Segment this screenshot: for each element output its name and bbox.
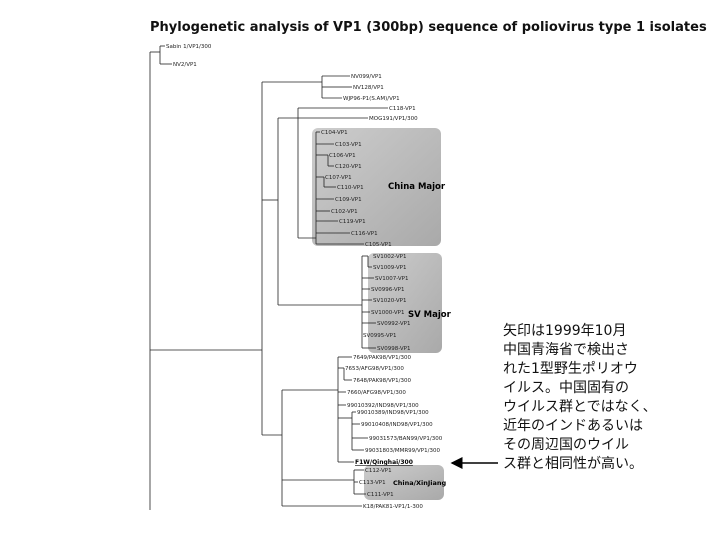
leaf-c112: C112-VP1 [365, 468, 392, 474]
leaf-k18: K18/PAK81-VP1/1-300 [363, 504, 423, 510]
leaf-c119: C119-VP1 [339, 219, 366, 225]
leaf-c118: C118-VP1 [389, 106, 416, 112]
leaf-sv0996: SV0996-VP1 [371, 287, 405, 293]
note-line: 矢印は1999年10月 [503, 323, 627, 339]
leaf-7648: 7648/PAK98/VP1/300 [353, 378, 411, 384]
leaf-sv1009: SV1009-VP1 [373, 265, 407, 271]
leaf-c107: C107-VP1 [325, 175, 352, 181]
leaf-99010392: 99010392/IND98/VP1/300 [347, 403, 419, 409]
leaf-c116: C116-VP1 [351, 231, 378, 237]
leaf-sv1002: SV1002-VP1 [373, 254, 407, 260]
leaf-c109: C109-VP1 [335, 197, 362, 203]
leaf-99031803: 99031803/MMR99/VP1/300 [365, 448, 440, 454]
leaf-c106: C106-VP1 [329, 153, 356, 159]
leaf-sv1000: SV1000-VP1 [371, 310, 405, 316]
leaf-7660: 7660/AFG98/VP1/300 [347, 390, 406, 396]
china-xinjiang-box [364, 465, 444, 500]
leaf-c103: C103-VP1 [335, 142, 362, 148]
leaf-c105: C105-VP1 [365, 242, 392, 248]
annotation-note: 矢印は1999年10月 中国青海省で検出さ れた1型野生ポリオウ イルス。中国固… [503, 322, 678, 474]
leaf-sabin: Sabin 1/VP1/300 [166, 44, 212, 50]
leaf-c120: C120-VP1 [335, 164, 362, 170]
leaf-nv099: NV099/VP1 [351, 74, 382, 80]
tree-branches [149, 45, 388, 510]
leaf-99031573: 99031573/BAN99/VP1/300 [369, 436, 443, 442]
note-line: れた1型野生ポリオウ [503, 361, 638, 377]
leaf-99010408: 99010408/IND98/VP1/300 [361, 422, 433, 428]
leaf-mog191: MOG191/VP1/300 [369, 116, 418, 122]
leaf-nv2: NV2/VP1 [173, 62, 197, 68]
leaf-wjp96: WJP96-P1(S.AM)/VP1 [343, 96, 400, 102]
sv-major-box [368, 253, 442, 353]
note-line: 近年のインドあるいは [503, 418, 643, 434]
leaf-c113: C113-VP1 [359, 480, 386, 486]
leaf-nv128: NV128/VP1 [353, 85, 384, 91]
leaf-c110: C110-VP1 [337, 185, 364, 191]
leaf-99010389: 99010389/IND98/VP1/300 [357, 410, 429, 416]
leaf-c102: C102-VP1 [331, 209, 358, 215]
leaf-7653: 7653/AFG98/VP1/300 [345, 366, 404, 372]
note-line: 中国青海省で検出さ [503, 342, 629, 358]
leaf-sv1007: SV1007-VP1 [375, 276, 409, 282]
leaf-7649: 7649/PAK98/VP1/300 [353, 355, 411, 361]
group-label-china-major: China Major [388, 182, 446, 192]
leaf-sv1020: SV1020-VP1 [373, 298, 407, 304]
note-line: ス群と相同性が高い。 [503, 456, 643, 472]
note-line: イルス。中国固有の [503, 380, 629, 396]
figure-title: Phylogenetic analysis of VP1 (300bp) seq… [150, 20, 707, 35]
group-label-sv-major: SV Major [408, 310, 452, 320]
note-line: ウイルス群とではなく、 [503, 399, 657, 415]
leaf-sv0992: SV0992-VP1 [377, 321, 411, 327]
leaf-sv0995: SV0995-VP1 [363, 333, 397, 339]
leaf-c111: C111-VP1 [367, 492, 394, 498]
leaf-sv0998: SV0998-VP1 [377, 346, 411, 352]
china-major-box [312, 128, 441, 246]
leaf-c104: C104-VP1 [321, 130, 348, 136]
note-line: その周辺国のウイル [503, 437, 629, 453]
leaf-f1w-qinghai: F1W/Qinghai/300 [355, 459, 413, 466]
group-label-china-xinjiang: China/XinJiang [393, 479, 447, 487]
